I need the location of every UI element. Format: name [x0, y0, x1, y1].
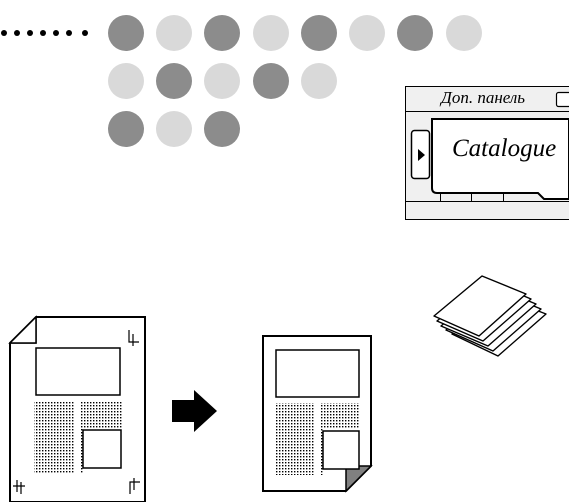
right-arrow-icon	[172, 390, 217, 432]
output-page	[262, 335, 373, 493]
dot-r1-c3	[204, 15, 240, 51]
dot-r2-c5	[301, 63, 337, 99]
indicator-dot-pattern	[1, 15, 482, 147]
dot-r2-c2	[156, 63, 192, 99]
dot-r3-c3	[204, 111, 240, 147]
dot-r2-c4	[253, 63, 289, 99]
dot-r1-c5	[301, 15, 337, 51]
control-panel-fragment	[405, 86, 569, 220]
dot-r1-c6	[349, 15, 385, 51]
small-dot-row	[1, 30, 88, 36]
dot-r1-c8	[446, 15, 482, 51]
panel-title-box	[555, 91, 569, 108]
dot-r1-c2	[156, 15, 192, 51]
dot-r1-c4	[253, 15, 289, 51]
catalogue-button-shape[interactable]	[431, 118, 569, 200]
dot-r1-c7	[397, 15, 433, 51]
dot-r3-c2	[156, 111, 192, 147]
paper-stack-icon	[433, 275, 547, 357]
dot-r2-c3	[204, 63, 240, 99]
catalogue-button-label[interactable]: Catalogue	[452, 135, 557, 162]
dot-r3-c1	[108, 111, 144, 147]
source-page	[8, 315, 146, 502]
panel-title: Доп. панель	[441, 88, 526, 107]
dot-r2-c1	[108, 63, 144, 99]
dot-r1-c1	[108, 15, 144, 51]
play-icon	[418, 149, 425, 161]
